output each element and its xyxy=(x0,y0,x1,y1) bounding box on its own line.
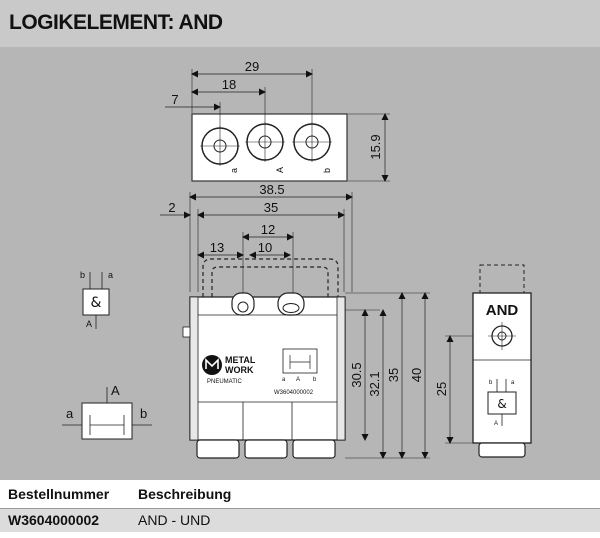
label-b-top: b xyxy=(322,168,332,173)
label-A-top: A xyxy=(275,167,285,173)
dim-30-5: 30.5 xyxy=(349,362,364,387)
cell-desc: AND - UND xyxy=(138,512,211,528)
dim-32-1: 32.1 xyxy=(367,371,382,396)
logic-label-a: a xyxy=(108,270,113,280)
header-beschreibung: Beschreibung xyxy=(138,486,232,502)
dim-35-top: 35 xyxy=(264,200,278,215)
logic-and-symbol: & xyxy=(91,295,102,311)
header-bestellnummer: Bestellnummer xyxy=(8,486,110,502)
and-label: AND xyxy=(486,302,519,319)
side-and-symbol: & xyxy=(497,397,506,411)
dim-13: 13 xyxy=(210,240,224,255)
dim-12: 12 xyxy=(261,222,275,237)
side-label-b: b xyxy=(489,380,493,386)
cell-code: W3604000002 xyxy=(8,512,100,528)
order-table: Bestellnummer Beschreibung W3604000002 A… xyxy=(0,480,600,538)
valve-label-b: b xyxy=(140,406,147,421)
page-title: LOGIKELEMENT: AND xyxy=(9,11,223,34)
logic-label-b: b xyxy=(80,270,85,280)
dim-18: 18 xyxy=(222,77,236,92)
top-view: a A b 29 18 7 15.9 xyxy=(165,59,390,182)
dim-10: 10 xyxy=(258,240,272,255)
brand-line3: PNEUMATIC xyxy=(207,379,243,385)
valve-label-A: A xyxy=(111,383,120,398)
valve-symbol: A a b xyxy=(62,383,152,440)
dim-35-side: 35 xyxy=(386,368,401,382)
valve-label-a: a xyxy=(66,406,74,421)
front-label-A: A xyxy=(296,377,300,383)
dim-38-5: 38.5 xyxy=(259,182,284,197)
table-row: W3604000002 AND - UND xyxy=(0,508,600,532)
front-label-a: a xyxy=(282,377,286,383)
logic-symbol: b a & A xyxy=(80,270,113,329)
side-label-a: a xyxy=(511,380,515,386)
dim-40: 40 xyxy=(409,368,424,382)
front-view: 38.5 35 2 12 13 10 METAL WORK xyxy=(160,182,430,459)
logic-label-A: A xyxy=(86,319,92,329)
technical-drawing: a A b 29 18 7 15.9 38.5 35 2 12 xyxy=(0,47,600,480)
brand-line1: METAL xyxy=(225,355,256,365)
title-bar: LOGIKELEMENT: AND xyxy=(0,0,600,47)
brand-line2: WORK xyxy=(225,365,254,375)
side-label-A: A xyxy=(494,421,498,427)
dim-29: 29 xyxy=(245,59,259,74)
dim-2: 2 xyxy=(168,200,175,215)
label-a-top: a xyxy=(229,168,239,173)
dim-7: 7 xyxy=(171,92,178,107)
front-label-b: b xyxy=(313,377,317,383)
drawing-svg: a A b 29 18 7 15.9 38.5 35 2 12 xyxy=(62,59,532,459)
dim-25: 25 xyxy=(434,382,449,396)
dim-15-9: 15.9 xyxy=(368,134,383,159)
side-view: AND 25 b a & A xyxy=(434,264,532,458)
device-code: W3604000002 xyxy=(274,390,314,396)
